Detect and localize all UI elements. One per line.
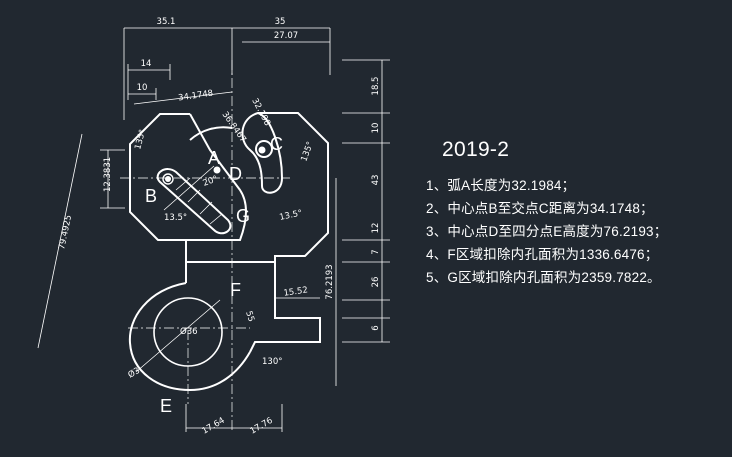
hole-b bbox=[162, 173, 174, 185]
label-g: G bbox=[236, 206, 250, 226]
slot-hatch bbox=[175, 177, 223, 225]
centerlines bbox=[120, 60, 290, 430]
label-c: C bbox=[270, 134, 283, 154]
dim-35-1: 35.1 bbox=[157, 17, 176, 27]
dim-12: 12 bbox=[371, 223, 381, 234]
notes-title: 2019-2 bbox=[442, 138, 510, 161]
dim-12-3831: 12.3831 bbox=[103, 157, 113, 192]
dim-13-5-left: 13.5° bbox=[164, 213, 187, 223]
dim-6: 6 bbox=[371, 325, 381, 330]
dim-18-5: 18.5 bbox=[371, 77, 381, 96]
notes-item-4: 4、F区域扣除内孔面积为1336.6476； bbox=[426, 247, 659, 262]
notes-item-2: 2、中心点B至交点C距离为34.1748； bbox=[426, 201, 654, 216]
dim-26: 26 bbox=[371, 277, 381, 288]
dim-14: 14 bbox=[141, 59, 152, 69]
dim-79-4925: 79.4925 bbox=[57, 214, 74, 250]
dimension-lines bbox=[37, 27, 390, 432]
dim-17-64: 17.64 bbox=[201, 416, 227, 437]
problem-notes: 2019-2 1、弧A长度为32.1984； 2、中心点B至交点C距离为34.1… bbox=[426, 138, 726, 289]
dim-20: 20° bbox=[202, 174, 220, 189]
notes-list: 1、弧A长度为32.1984； 2、中心点B至交点C距离为34.1748； 3、… bbox=[426, 174, 726, 289]
dim-13-5-right: 13.5° bbox=[279, 208, 304, 223]
label-d: D bbox=[229, 164, 242, 184]
dim-135-right: 135° bbox=[299, 140, 315, 163]
dim-27-07: 27.07 bbox=[274, 31, 298, 41]
notes-item-1: 1、弧A长度为32.1984； bbox=[426, 178, 576, 193]
notes-item-3: 3、中心点D至四分点E高度为76.2193； bbox=[426, 224, 668, 239]
dim-34-1748: 34.1748 bbox=[178, 89, 214, 104]
dim-36-circle: Ø36 bbox=[180, 326, 198, 337]
dim-55: 55 bbox=[243, 310, 256, 323]
part-outline bbox=[128, 111, 329, 392]
point-b bbox=[165, 176, 171, 182]
point-a bbox=[213, 166, 221, 174]
dim-17-76: 17.76 bbox=[249, 416, 275, 437]
dim-3: Ø3 bbox=[126, 365, 142, 381]
dim-130: 130° bbox=[262, 357, 282, 367]
dim-76-2193: 76.2193 bbox=[325, 264, 335, 299]
dim-10: 10 bbox=[137, 83, 148, 93]
dim-135-left: 135° bbox=[133, 128, 148, 150]
label-b: B bbox=[145, 186, 157, 206]
dim-10-right: 10 bbox=[371, 123, 381, 134]
label-f: F bbox=[230, 280, 241, 300]
label-a: A bbox=[208, 148, 220, 168]
dim-15-52: 15.52 bbox=[283, 285, 308, 298]
dim-35: 35 bbox=[275, 17, 286, 27]
point-c bbox=[258, 146, 266, 154]
notes-item-5: 5、G区域扣除内孔面积为2359.7822。 bbox=[426, 270, 661, 285]
dim-43: 43 bbox=[371, 175, 381, 186]
hole-36 bbox=[153, 297, 223, 367]
label-e: E bbox=[160, 396, 172, 416]
dim-7: 7 bbox=[371, 249, 381, 254]
